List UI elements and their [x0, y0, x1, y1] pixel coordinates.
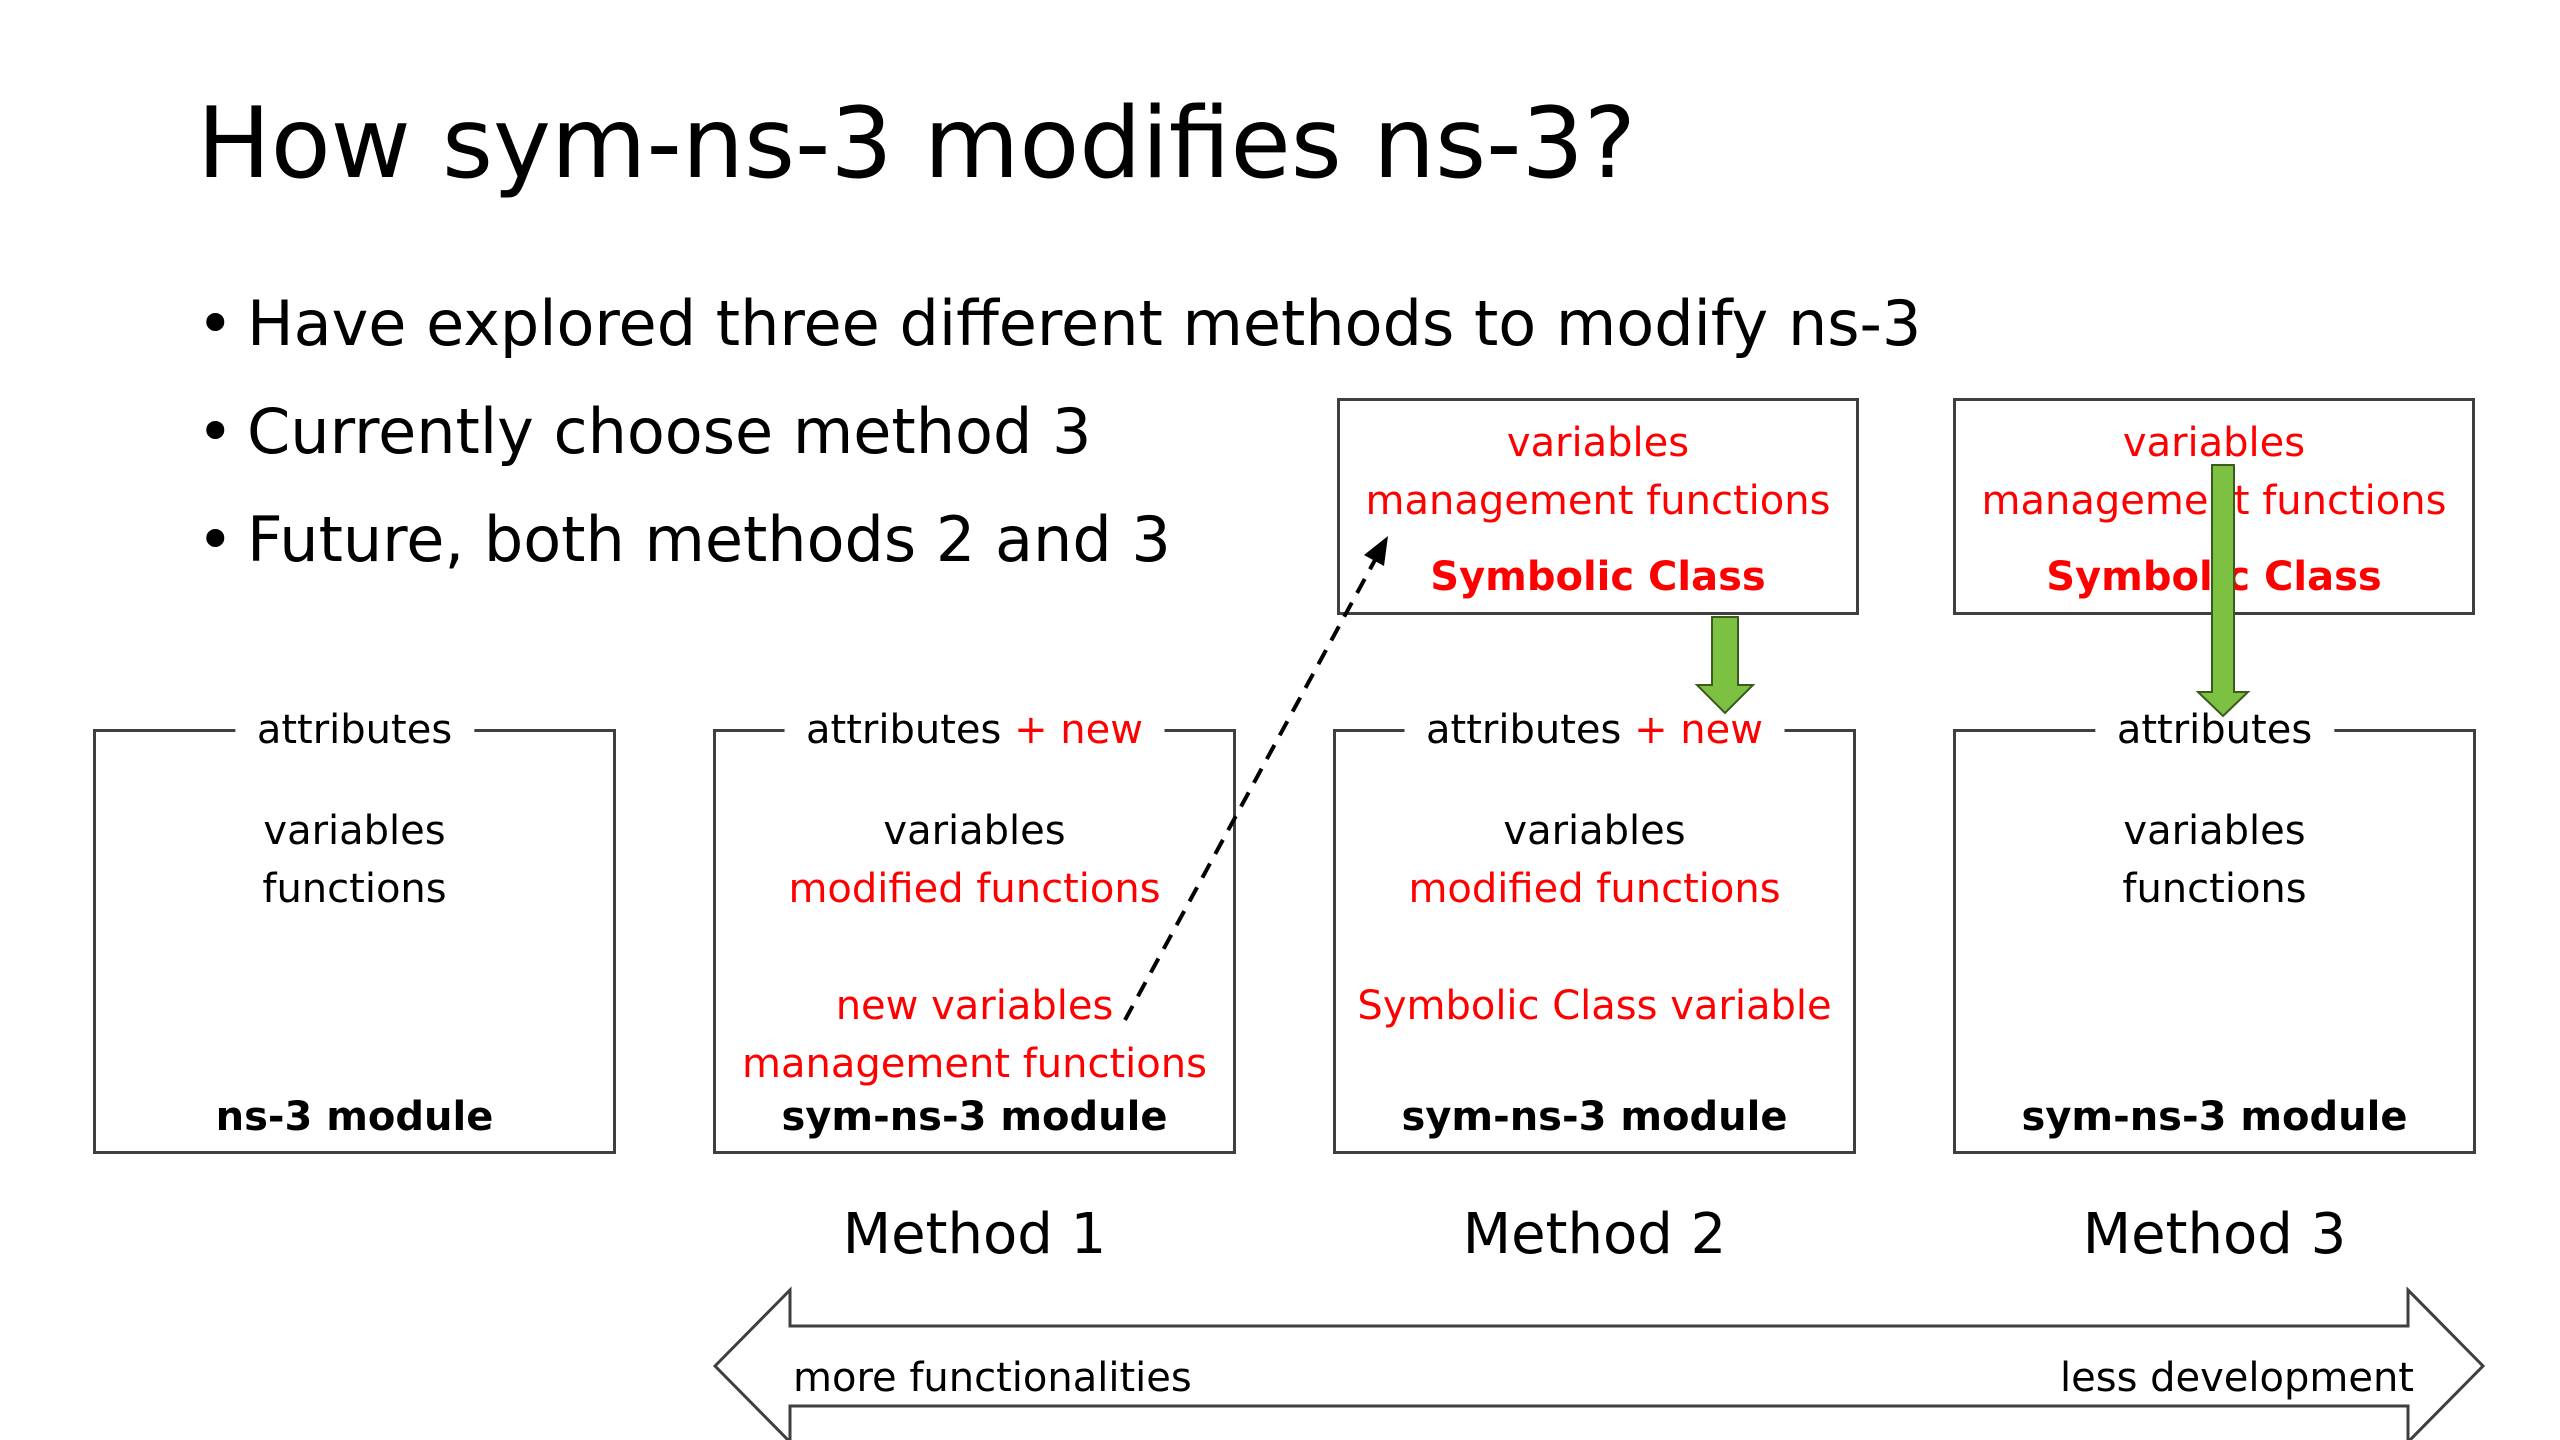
symbolic-class-text: Symbolic Class	[1430, 554, 1766, 600]
method3-module-box: attributes variables functions sym-ns-3 …	[1953, 704, 2476, 1154]
symbolic-class-box-method2: variables management functions Symbolic …	[1337, 398, 1859, 615]
variables-text: variables	[263, 808, 446, 854]
green-arrow-method3	[2195, 464, 2251, 718]
green-arrow-method2	[1694, 616, 1756, 715]
bullet-item: Future, both methods 2 and 3	[197, 504, 1921, 612]
modified-functions-text: modified functions	[788, 866, 1161, 912]
new-attributes-label: + new	[1014, 707, 1143, 753]
dashed-arrow-head	[1364, 536, 1388, 566]
module-name: sym-ns-3 module	[781, 1094, 1168, 1140]
bullet-item: Have explored three different methods to…	[197, 288, 1921, 396]
symbolic-class-box-method3: variables management functions Symbolic …	[1953, 398, 2475, 615]
bullet-list: Have explored three different methods to…	[197, 288, 1921, 612]
more-functionalities-label: more functionalities	[793, 1355, 1192, 1401]
symbolic-variables-text: variables	[2122, 420, 2306, 466]
modified-functions-text: modified functions	[1408, 866, 1781, 912]
slide-title: How sym-ns-3 modifies ns-3?	[197, 87, 1636, 201]
new-variables-text: new variables	[835, 983, 1114, 1029]
new-attributes-label: + new	[1634, 707, 1763, 753]
symbolic-management-functions-text: management functions	[1365, 478, 1831, 524]
module-name: sym-ns-3 module	[1401, 1094, 1788, 1140]
module-name: ns-3 module	[215, 1094, 494, 1140]
attributes-legend: attributes	[2094, 704, 2335, 756]
double-arrow-shape	[712, 1286, 2486, 1440]
method1-label: Method 1	[842, 1202, 1107, 1267]
attributes-label: attributes	[806, 707, 1002, 753]
bullet-item: Currently choose method 3	[197, 396, 1921, 504]
variables-text: variables	[1503, 808, 1686, 854]
ns3-module-box: attributes variables functions ns-3 modu…	[93, 704, 616, 1154]
attributes-label: attributes	[256, 707, 453, 753]
less-development-label: less development	[2060, 1355, 2414, 1401]
functions-text: functions	[2122, 866, 2307, 912]
attributes-legend: attributes + new	[784, 704, 1165, 756]
symbolic-class-variable-text: Symbolic Class variable	[1357, 983, 1832, 1029]
module-name: sym-ns-3 module	[2021, 1094, 2408, 1140]
management-functions-text: management functions	[742, 1041, 1207, 1087]
method3-label: Method 3	[2082, 1202, 2347, 1267]
dashed-arrow-line	[1123, 559, 1377, 1021]
variables-text: variables	[883, 808, 1066, 854]
attributes-legend: attributes	[234, 704, 475, 756]
method2-module-box: attributes + new variables modified func…	[1333, 704, 1856, 1154]
variables-text: variables	[2123, 808, 2306, 854]
attributes-label: attributes	[2116, 707, 2313, 753]
symbolic-variables-text: variables	[1506, 420, 1690, 466]
attributes-legend: attributes + new	[1404, 704, 1785, 756]
method2-label: Method 2	[1462, 1202, 1727, 1267]
method1-module-box: attributes + new variables modified func…	[713, 704, 1236, 1154]
functions-text: functions	[262, 866, 447, 912]
attributes-label: attributes	[1426, 707, 1622, 753]
